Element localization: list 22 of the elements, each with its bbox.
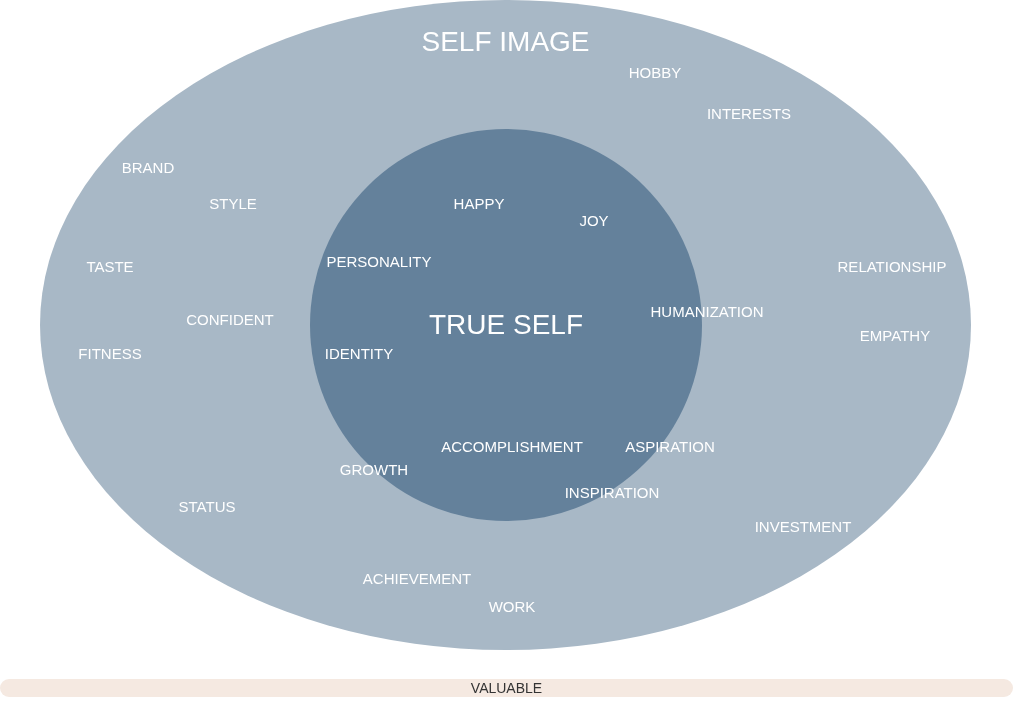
keyword-label: ACCOMPLISHMENT — [441, 438, 583, 454]
keyword-label: JOY — [579, 212, 609, 228]
keyword-label: WORK — [488, 598, 536, 614]
bar-label: VALUABLE — [470, 681, 543, 695]
keyword-label: INTERESTS — [706, 105, 792, 121]
keyword-label: CONFIDENT — [186, 311, 274, 327]
keyword-label: BRAND — [121, 159, 175, 175]
keyword-label: FITNESS — [78, 345, 142, 361]
keyword-label: HOBBY — [628, 64, 682, 80]
keyword-label: ACHIEVEMENT — [362, 570, 472, 586]
ellipse-title: SELF IMAGE — [421, 28, 590, 56]
keyword-label: EMPATHY — [859, 327, 931, 343]
keyword-label: RELATIONSHIP — [837, 258, 947, 274]
keyword-label: HAPPY — [453, 195, 505, 211]
circle-title: TRUE SELF — [429, 311, 583, 339]
bottom-bar — [0, 679, 1013, 697]
keyword-label: INVESTMENT — [754, 518, 852, 534]
keyword-label: TASTE — [86, 258, 134, 274]
keyword-label: STYLE — [209, 195, 257, 211]
keyword-label: PERSONALITY — [326, 253, 432, 269]
keyword-label: STATUS — [178, 498, 236, 514]
keyword-label: IDENTITY — [324, 345, 394, 361]
